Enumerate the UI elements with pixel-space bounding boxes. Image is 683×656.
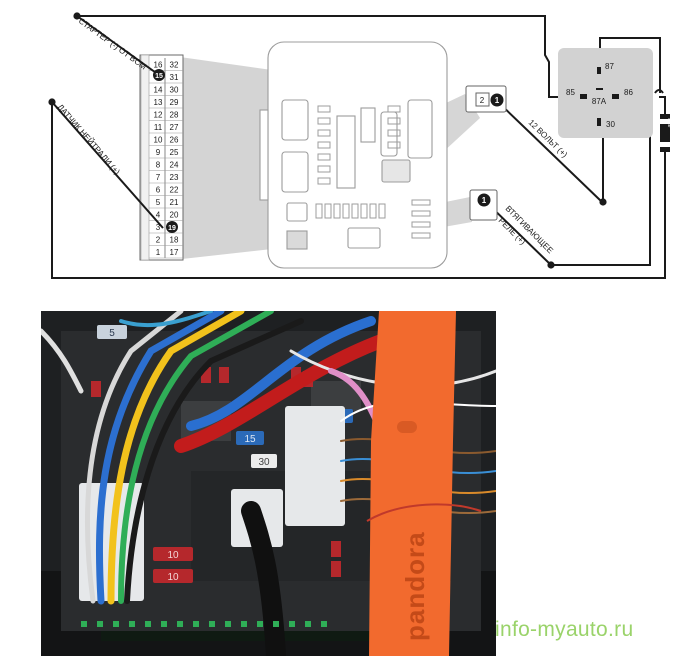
pin-label-left: 13: [154, 98, 163, 107]
fuse-10-a-label: 10: [167, 550, 179, 561]
pin-label-right: 28: [170, 111, 179, 120]
pin-label-left: 5: [156, 198, 161, 207]
fuse-slot: [387, 105, 401, 113]
fuse-30: [251, 454, 277, 468]
pin-label-left: 7: [156, 173, 161, 182]
pandora-trim-tool: pandora: [366, 311, 482, 656]
watermark: info-myauto.ru: [495, 618, 634, 641]
fuse-slot: [315, 203, 323, 219]
wires: [51, 15, 666, 279]
fuse-10-b-label: 10: [167, 572, 179, 583]
fuse-slot: [317, 153, 331, 161]
fuse-10-b: [153, 569, 193, 583]
highlight-pin-19: [166, 221, 178, 233]
tool-brand-label: pandora: [400, 531, 430, 641]
connector-2pin: [465, 85, 507, 113]
engine-bay-photo: 5 15 30 10 10 15: [41, 311, 496, 656]
pin-label-right: 31: [170, 73, 179, 82]
fuse-slot: [317, 177, 331, 185]
fuse-slot: [378, 203, 386, 219]
relay-pin-86: 86: [624, 88, 633, 97]
neutral-sensor-label: ДАТЧИК НЕЙТРАЛИ (+): [55, 101, 123, 177]
relay: [558, 48, 653, 138]
relay-pin-85: 85: [566, 88, 575, 97]
fuse-label: fuse: [666, 118, 672, 128]
fuse-slot: [324, 203, 332, 219]
fuse-box: [259, 41, 448, 269]
fuse-box-slots: [315, 105, 431, 239]
pin-label-right: 23: [170, 173, 179, 182]
pin-label-left: 11: [154, 123, 163, 132]
pin-label-left: 16: [154, 61, 163, 70]
fuse-slot: [317, 165, 331, 173]
pin-label-left: 14: [154, 86, 163, 95]
pin-label-right: 30: [170, 86, 179, 95]
pin-label-left: 9: [156, 148, 161, 157]
pin-number-19: 19: [168, 225, 176, 232]
pin-label-right: 29: [170, 98, 179, 107]
fuse-5-label: 5: [109, 328, 115, 339]
pin-label-left: 4: [156, 211, 161, 220]
relay-pin-87: 87: [605, 62, 614, 71]
pin-label-right: 18: [170, 236, 179, 245]
fuse-slot: [342, 203, 350, 219]
fuse-slot: [360, 203, 368, 219]
pin-label-right: 25: [170, 148, 179, 157]
fuse-slot: [411, 210, 431, 217]
pin-label-left: 10: [154, 136, 163, 145]
highlight-pin-15: [153, 69, 165, 81]
fuse-5: [97, 325, 127, 339]
fuse-slot: [369, 203, 377, 219]
pin-label-left: 8: [156, 161, 161, 170]
fuse-slot: [317, 117, 331, 125]
fuse-strip: 5 15 30 10 10 15: [91, 325, 353, 583]
pin-label-right: 32: [170, 61, 179, 70]
pin-label-left: 1: [156, 248, 161, 257]
fuse-slot: [317, 105, 331, 113]
starter-label: СТАРТЕР (-) ОТ BCM: [77, 16, 148, 71]
inline-fuse: [660, 114, 670, 152]
pin-label-right: 26: [170, 136, 179, 145]
fuse-slot: [317, 129, 331, 137]
pin-label-left: 3: [156, 223, 161, 232]
fuse-15-label: 15: [244, 434, 256, 445]
pin-label-left: 2: [156, 236, 161, 245]
pin-label-right: 20: [170, 211, 179, 220]
fuse-slot: [411, 232, 431, 239]
pin-label-left: 12: [154, 111, 163, 120]
fuse-slot: [333, 203, 341, 219]
fuse-slot: [411, 221, 431, 228]
pin-label-right: 22: [170, 186, 179, 195]
fuse-slot: [387, 141, 401, 149]
connector-1pin: [469, 189, 498, 221]
fuse-30-label: 30: [258, 457, 270, 468]
fuse-slot: [387, 129, 401, 137]
relay-pin-30: 30: [606, 120, 615, 129]
pin-label-right: 27: [170, 123, 179, 132]
fuse-10-a: [153, 547, 193, 561]
fuse-15: [236, 431, 264, 445]
fuse-slot: [387, 117, 401, 125]
pin-label-right: 24: [170, 161, 179, 170]
fuse-slot: [411, 199, 431, 206]
pin-number-15: 15: [155, 73, 163, 80]
single-pin-number: 1: [482, 196, 487, 205]
wire-terminals: [48, 12, 607, 269]
fuse-slot: [351, 203, 359, 219]
fuse-slot: [317, 141, 331, 149]
small-connector-pin-2: 2: [480, 96, 485, 105]
green-grille: [81, 621, 327, 627]
pin-label-right: 17: [170, 248, 179, 257]
relay-pin-87a: 87A: [592, 97, 607, 106]
pin-label-right: 21: [170, 198, 179, 207]
small-connector-pin-1: 1: [495, 96, 500, 105]
pin-label-left: 6: [156, 186, 161, 195]
